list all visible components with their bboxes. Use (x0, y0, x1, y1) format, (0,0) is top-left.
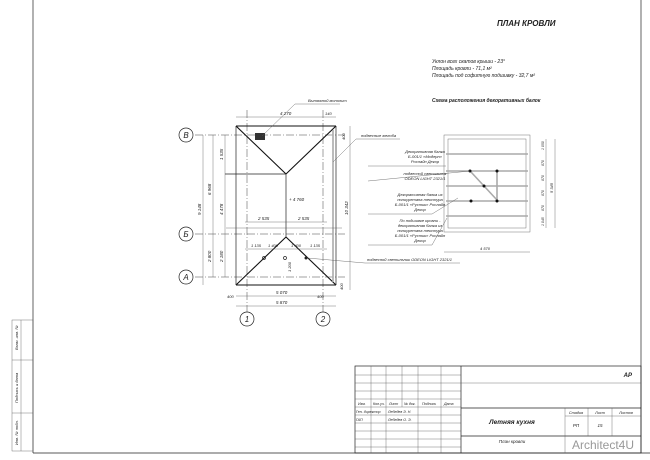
dimension-label: 9 148 (197, 203, 202, 215)
dimension-label: 870 (541, 190, 545, 196)
note-line: Площадь под софитную подшивку - 32,7 м² (432, 73, 535, 79)
axis-bubble-2: 2 (315, 311, 331, 327)
stamp-role: Ген. директор (356, 410, 380, 414)
sheet-value: 15 (597, 423, 603, 428)
dimension-label: 4 270 (280, 111, 292, 116)
dimension-label: 1 045 (541, 217, 545, 226)
stamp-name: Лебедев Э. Н. (387, 410, 411, 414)
dimension-label: 140 (325, 111, 332, 116)
project-code: АР (623, 373, 633, 379)
page-title: ПЛАН КРОВЛИ (497, 19, 556, 28)
architect4u-logo: Architect4U (572, 438, 634, 452)
svg-text:1: 1 (245, 315, 249, 324)
svg-text:2: 2 (320, 315, 326, 324)
schema-label-lamp: подвесной светильник ODEON LIGHT 2321/1 (403, 171, 447, 181)
dimension-label: 6 968 (207, 183, 212, 195)
dimension-label: 1 135 (310, 243, 321, 248)
dimension-label: 2 535 (257, 216, 270, 221)
note-line: Уклон всех скатов крыши - 23° (432, 59, 505, 65)
dimension-label: 10 342 (344, 201, 349, 215)
axis-bubble-1: 1 (239, 311, 255, 327)
dimension-label: 400 (341, 133, 346, 140)
dimension-label: 1 400 (268, 243, 279, 248)
side-stamp-label: Взам. инв. № (14, 325, 19, 350)
dimension-label: 4 478 (219, 203, 224, 215)
stage-label: Стадия (569, 411, 583, 415)
sheets-label: Листов (618, 411, 633, 415)
schema-title: Схема расположения декоративных балок (432, 97, 541, 104)
vent-stack (255, 133, 265, 140)
project-name: Летняя кухня (488, 419, 535, 426)
callout-lamp: подвесной светильник ODEON LIGHT 2321/1 (367, 257, 452, 262)
stamp-header: № док. (404, 402, 416, 406)
schema-label-modern-beam: Декоративная балка Б-001/1 «Модерн» Росл… (405, 149, 445, 164)
dimension-label: 1 535 (219, 148, 224, 160)
dimension-label: 1 135 (251, 243, 262, 248)
dimension-label: 2 800 (207, 250, 212, 263)
lamp-symbol (304, 256, 308, 260)
svg-text:А: А (182, 273, 188, 282)
side-stamp: Взам. инв. № Подпись и дата Инв. № подл. (11, 319, 34, 452)
dimension-label: 870 (541, 175, 545, 181)
note-line: Площадь кровли - 71,1 м² (432, 66, 492, 72)
dimension-label: 5 345 (549, 182, 554, 193)
stamp-role: ГАП (356, 418, 363, 422)
stamp-header: Кол.уч. (373, 402, 385, 406)
lamp-symbol (262, 256, 266, 260)
dimension-label: 4 570 (480, 246, 491, 251)
schema-label-soffit-beam: По подшивке кровли - декоративная балка … (394, 218, 446, 243)
callout-gutter: подвесные желоба (361, 133, 397, 138)
dimension-label: 2 180 (219, 250, 224, 263)
schema-label-rustic-beam: Декоративная балка из полиуретана тексту… (394, 192, 446, 212)
svg-text:В: В (183, 131, 189, 140)
dimension-label: 870 (541, 160, 545, 166)
stamp-header: Подпись (422, 402, 436, 406)
axis-bubble-b: Б (178, 226, 194, 242)
stamp-header: Изм. (358, 402, 366, 406)
sheet-label: Лист (594, 411, 605, 415)
dimension-label: 870 (541, 205, 545, 211)
dimension-label: 2 535 (297, 216, 310, 221)
beam-schema: 1 050 870 870 870 870 1 045 5 345 4 570 (367, 134, 556, 253)
stage-value: РП (573, 423, 580, 428)
lamp-symbol (283, 256, 287, 260)
stamp-name: Лебедев О. Э. (387, 418, 412, 422)
axis-bubble-v: В (178, 127, 194, 143)
dimension-label: 5 070 (276, 290, 288, 295)
title-block: Изм. Кол.уч. Лист № док. Подпись Дата Ге… (354, 365, 642, 454)
axis-bubble-a: А (178, 269, 194, 285)
dimension-label: 1 200 (287, 261, 292, 272)
stamp-header: Дата (443, 402, 453, 406)
dimension-label: 1 050 (541, 141, 545, 150)
sheet-name: План кровли (499, 439, 526, 444)
side-stamp-label: Подпись и дата (14, 372, 19, 403)
callout-vent: Вытяжной монолит (308, 98, 347, 103)
side-stamp-label: Инв. № подл. (14, 420, 19, 445)
stamp-header: Лист (388, 402, 398, 406)
dimension-label: 1 400 (291, 243, 302, 248)
dimension-label: 400 (227, 294, 234, 299)
svg-text:Б: Б (183, 230, 188, 239)
dimension-label: 400 (339, 283, 344, 290)
dimension-label: 400 (317, 294, 324, 299)
level-mark: + 4 760 (289, 197, 305, 202)
roof-plan: В Б А 1 2 4 270 140 400 9 148 6 968 1 53… (178, 98, 460, 327)
dimension-label: 5 870 (276, 300, 288, 305)
